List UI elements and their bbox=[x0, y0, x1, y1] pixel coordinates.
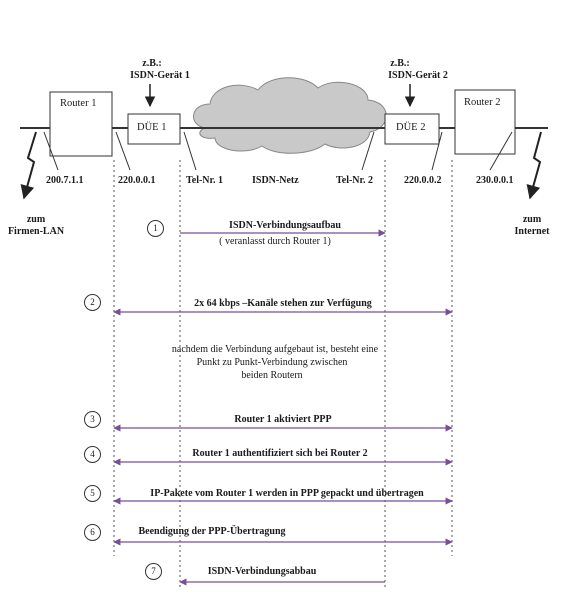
zb-label-1: z.B.: bbox=[142, 58, 162, 69]
isdn-netz-label: ISDN-Netz bbox=[252, 175, 299, 186]
due2-box bbox=[384, 113, 440, 145]
isdn-device2-label: ISDN-Gerät 2 bbox=[388, 70, 448, 81]
router1-label: Router 1 bbox=[60, 98, 97, 109]
isdn-cloud bbox=[193, 77, 387, 154]
router2-label: Router 2 bbox=[464, 97, 501, 108]
note-line-2: Punkt zu Punkt-Verbindung zwischen bbox=[196, 357, 348, 368]
step7-text: ISDN-Verbindungsabbau bbox=[207, 566, 317, 577]
step1-number: 1 bbox=[147, 220, 164, 237]
address-router1-isdn: 220.0.0.1 bbox=[118, 175, 156, 186]
firmen-lan-arrow bbox=[20, 131, 37, 200]
step1-subtext: ( veranlasst durch Router 1) bbox=[219, 236, 331, 247]
step5-text: IP-Pakete vom Router 1 werden in PPP gep… bbox=[150, 488, 424, 499]
step7-number: 7 bbox=[145, 563, 162, 580]
step4-number: 4 bbox=[84, 446, 101, 463]
address-router1-lan: 200.7.1.1 bbox=[46, 175, 84, 186]
step3-text: Router 1 aktiviert PPP bbox=[234, 414, 332, 425]
address-router2-isdn: 220.0.0.2 bbox=[404, 175, 442, 186]
address-leaders bbox=[43, 131, 513, 171]
router1-box bbox=[49, 91, 113, 157]
step3-number: 3 bbox=[84, 411, 101, 428]
note-line-3: beiden Routern bbox=[241, 370, 303, 381]
isdn-device1-label: ISDN-Gerät 1 bbox=[130, 70, 190, 81]
step1-text: ISDN-Verbindungsaufbau bbox=[229, 220, 341, 231]
step2-number: 2 bbox=[84, 294, 101, 311]
internet-label: zum Internet bbox=[514, 214, 550, 237]
step6-text: Beendigung der PPP-Übertragung bbox=[138, 526, 286, 537]
step5-number: 5 bbox=[84, 485, 101, 502]
step6-number: 6 bbox=[84, 524, 101, 541]
zb-label-2: z.B.: bbox=[390, 58, 410, 69]
due1-label: DÜE 1 bbox=[137, 122, 167, 133]
address-router2-internet: 230.0.0.1 bbox=[476, 175, 514, 186]
firmen-lan-label: zum Firmen-LAN bbox=[7, 214, 65, 237]
due2-label: DÜE 2 bbox=[396, 122, 426, 133]
tel-nr-2: Tel-Nr. 2 bbox=[336, 175, 374, 186]
internet-arrow bbox=[526, 131, 542, 200]
due1-box bbox=[127, 113, 181, 145]
tel-nr-1: Tel-Nr. 1 bbox=[186, 175, 224, 186]
note-line-1: nachdem die Verbindung aufgebaut ist, be… bbox=[171, 344, 379, 355]
step2-text: 2x 64 kbps –Kanäle stehen zur Verfügung bbox=[194, 298, 372, 309]
step4-text: Router 1 authentifiziert sich bei Router… bbox=[192, 448, 368, 459]
